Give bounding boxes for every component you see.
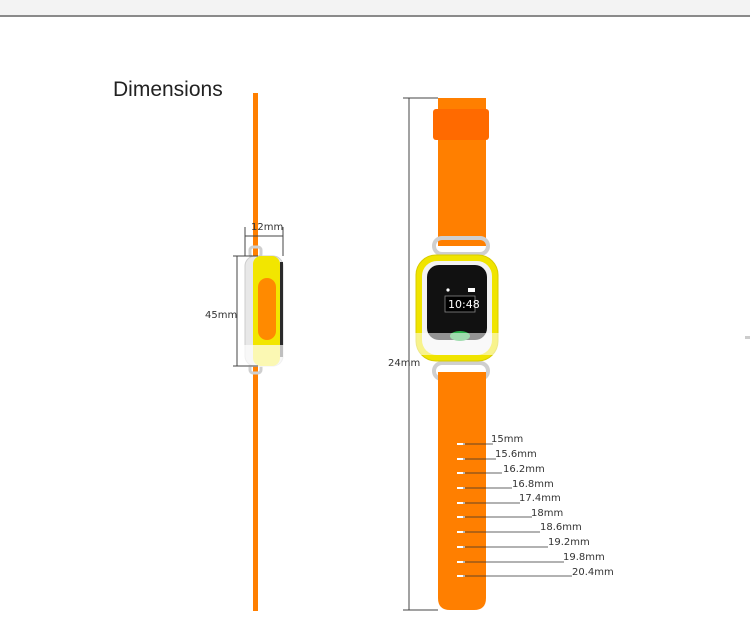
- front-watermark: [398, 333, 514, 355]
- strap-size-label: 20.4mm: [572, 567, 614, 578]
- strap-holes: [457, 443, 465, 577]
- side-button: [258, 278, 276, 340]
- strap-size-leaders: [463, 443, 572, 577]
- height-label: 45mm: [205, 310, 238, 321]
- strap-size-label: 16.8mm: [512, 479, 554, 490]
- side-watermark: [222, 345, 296, 367]
- front-lug-top: [432, 236, 490, 256]
- strap-size-label: 15.6mm: [495, 449, 537, 460]
- strap-size-label: 16.2mm: [503, 464, 545, 475]
- strap-size-label: 15mm: [491, 434, 524, 445]
- strap-size-label: 19.2mm: [548, 537, 590, 548]
- side-view: [222, 93, 296, 611]
- strap-size-label: 17.4mm: [519, 493, 561, 504]
- length-label: 24mm: [388, 358, 421, 369]
- width-label: 12mm: [251, 222, 284, 233]
- strap-size-label: 18.6mm: [540, 522, 582, 533]
- strap-size-label: 19.8mm: [563, 552, 605, 563]
- lower-strap: [438, 372, 486, 610]
- status-dot: [446, 288, 450, 292]
- page-title: Dimensions: [113, 78, 223, 101]
- watch-time: 10:48: [448, 298, 480, 311]
- side-screen-edge: [280, 262, 283, 357]
- top-bar: [0, 0, 750, 17]
- battery-icon: [468, 288, 475, 292]
- strap-size-label: 18mm: [531, 508, 564, 519]
- strap-keeper: [433, 109, 489, 140]
- front-view: [398, 97, 572, 611]
- time-box: [444, 295, 476, 313]
